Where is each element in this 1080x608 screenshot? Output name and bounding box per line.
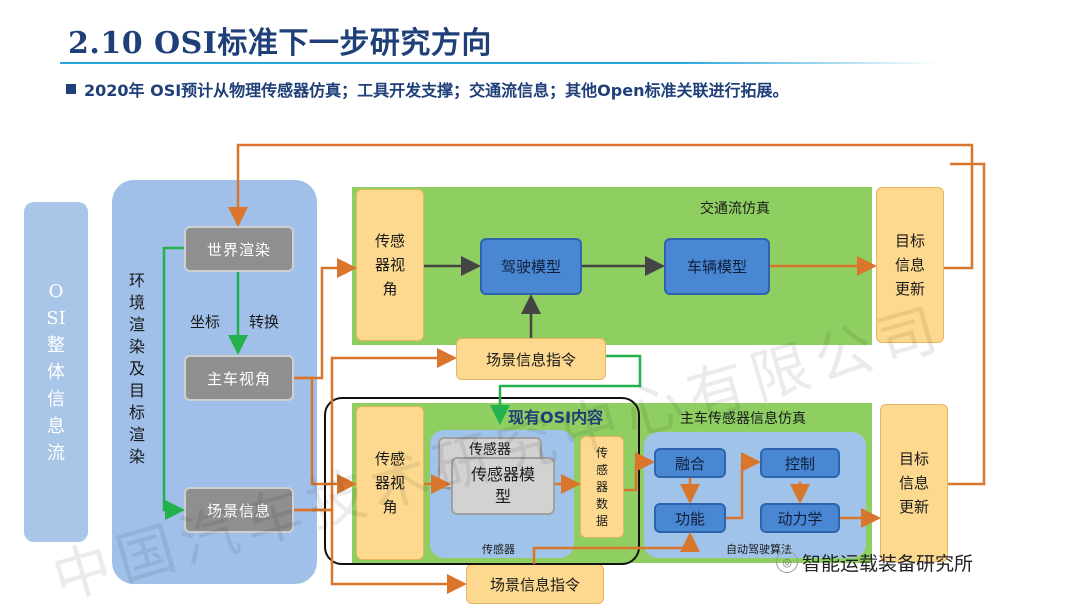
- env-render-label: 环境渲染及目标渲染: [128, 271, 145, 466]
- sensor-model-back-text: 传感器: [469, 442, 511, 458]
- scene-info-box: 场景信息: [184, 487, 294, 533]
- target-update-top-text: 目标信息更新: [894, 232, 925, 298]
- fusion-text: 融合: [674, 454, 705, 473]
- page-title: 2.10 OSI标准下一步研究方向: [68, 26, 492, 61]
- scene-cmd-top-text: 场景信息指令: [485, 350, 576, 369]
- control-text: 控制: [784, 454, 815, 473]
- cmd-to-osi-arrow: [490, 354, 642, 425]
- scene-info-text: 场景信息: [206, 501, 271, 520]
- function-to-control-arrow: [726, 452, 761, 520]
- wechat-watermark: 智能运载装备研究所: [802, 553, 974, 575]
- loop-top-arrow: [228, 143, 974, 270]
- ego-to-sensor-top-arrow: [294, 258, 357, 380]
- scene-cmd-bottom-box: 场景信息指令: [466, 564, 604, 604]
- osi-flow-label: OSI整体信息流: [24, 202, 88, 542]
- target-update-bottom-text: 目标信息更新: [898, 450, 929, 516]
- dynamics-box: 动力学: [760, 503, 840, 533]
- auto-driving-label: 自动驾驶算法: [726, 543, 792, 556]
- cmd-bottom-to-function-arrow: [532, 532, 700, 564]
- fusion-box: 融合: [654, 448, 726, 478]
- sensor-model-text: 传感器模型: [470, 465, 535, 506]
- bullet-square-icon: [66, 84, 76, 94]
- scene-to-cmd-top-arrow: [294, 348, 457, 512]
- target-update-bottom-box: 目标信息更新: [880, 404, 948, 562]
- scene-cmd-top-box: 场景信息指令: [456, 338, 606, 380]
- title-rule: [60, 62, 940, 64]
- data-to-fusion-arrow: [624, 452, 655, 492]
- scene-cmd-bottom-text: 场景信息指令: [489, 575, 580, 594]
- target-update-top-box: 目标信息更新: [876, 187, 944, 343]
- sensor-data-box: 传感器数据: [580, 436, 624, 538]
- sensor-view-top-text: 传感器视角: [374, 232, 405, 298]
- current-osi-outline: [324, 397, 640, 565]
- control-box: 控制: [760, 448, 840, 478]
- sensor-model-box: 传感器模型: [451, 457, 555, 515]
- sensor-group-label: 传感器: [482, 543, 515, 556]
- current-osi-label: 现有OSI内容: [508, 408, 604, 427]
- world-render-box: 世界渲染: [184, 226, 294, 272]
- ego-view-text: 主车视角: [206, 369, 271, 388]
- vehicle-model-box: 车辆模型: [664, 238, 770, 295]
- coord-label: 坐标: [190, 313, 221, 331]
- world-render-text: 世界渲染: [206, 240, 271, 259]
- ego-sensor-title: 主车传感器信息仿真: [680, 411, 806, 427]
- traffic-sim-title: 交通流仿真: [700, 201, 770, 217]
- vehicle-model-text: 车辆模型: [686, 258, 747, 276]
- transform-label: 转换: [249, 313, 280, 331]
- driving-model-text: 驾驶模型: [500, 258, 561, 276]
- wechat-icon: ◎: [776, 551, 798, 573]
- dynamics-text: 动力学: [777, 509, 823, 528]
- loop-outer-arrow: [948, 162, 986, 486]
- ego-to-sensor-bottom-arrow: [294, 376, 357, 494]
- ego-view-box: 主车视角: [184, 355, 294, 401]
- world-to-scene-arrow: [162, 246, 185, 520]
- function-text: 功能: [674, 509, 705, 528]
- sensor-data-text: 传感器数据: [595, 445, 608, 528]
- sensor-view-bottom-text: 传感器视角: [374, 450, 405, 516]
- page-subtitle: 2020年 OSI预计从物理传感器仿真；工具开发支撑；交通流信息；其他Open标…: [84, 81, 789, 100]
- scene-to-cmd-bottom-arrow: [294, 508, 467, 594]
